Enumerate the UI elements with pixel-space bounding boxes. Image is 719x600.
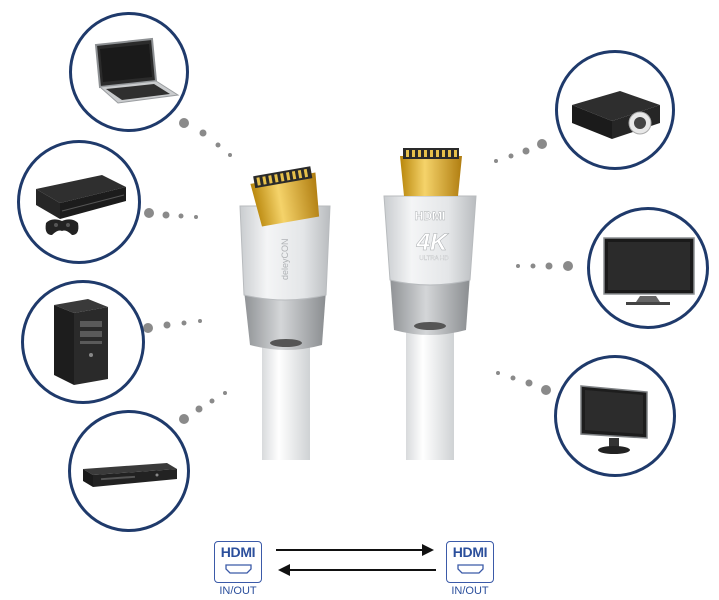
game-console-icon	[36, 175, 126, 235]
desktop-pc-icon	[54, 299, 108, 385]
hdmi-port-icon	[225, 564, 252, 574]
badge-4k: 4K	[416, 229, 449, 256]
monitor-icon	[580, 385, 648, 454]
desktop-pc-circle	[21, 280, 145, 404]
hdmi-port-left: HDMI	[214, 541, 262, 583]
projector-icon	[572, 91, 660, 139]
brand-text: deleyCON	[280, 238, 290, 280]
blu-ray-player-circle	[68, 410, 190, 532]
laptop-circle	[69, 12, 189, 132]
hdmi-port-right-label: HDMI	[452, 544, 488, 560]
laptop-icon	[94, 37, 180, 104]
monitor-circle	[554, 355, 676, 477]
hdmi-logo-text: HDMI	[415, 209, 446, 223]
game-console-circle	[17, 140, 141, 264]
badge-ultra-hd: ULTRA HD	[419, 256, 449, 262]
hdmi-port-icon	[457, 564, 484, 574]
tv-circle	[587, 207, 709, 329]
blu-ray-player-icon	[83, 463, 177, 487]
hdmi-port-left-io: IN/OUT	[219, 585, 257, 597]
tv-icon	[603, 237, 695, 305]
hdmi-port-right-io: IN/OUT	[451, 585, 489, 597]
hdmi-port-left-label: HDMI	[220, 544, 256, 560]
hdmi-port-right: HDMI	[446, 541, 494, 583]
projector-circle	[555, 50, 675, 170]
